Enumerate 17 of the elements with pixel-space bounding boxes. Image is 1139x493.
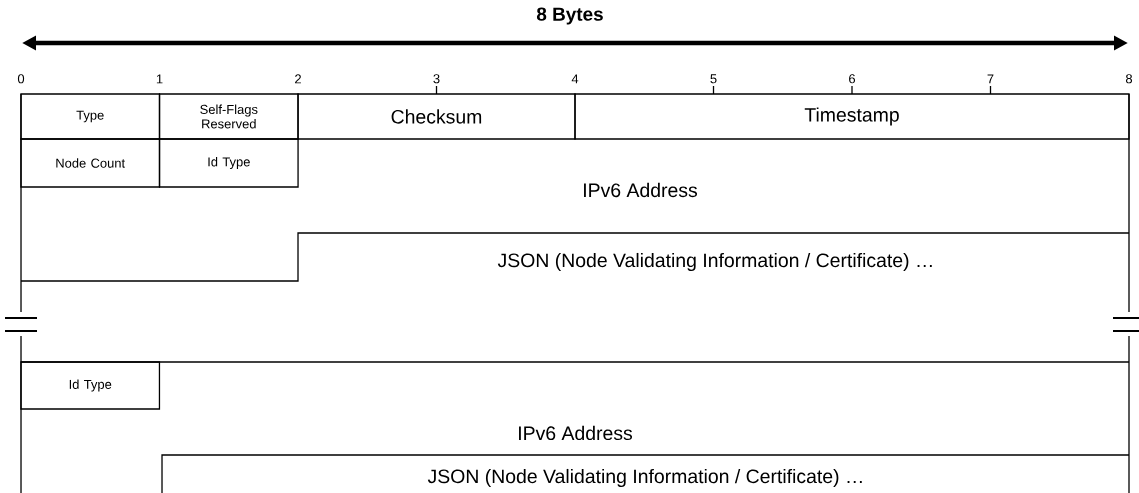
tick-label: 4 xyxy=(571,74,579,84)
field-box: Id Type xyxy=(20,361,161,410)
tick-label: 1 xyxy=(156,74,163,84)
field-box: Node Count xyxy=(20,138,161,188)
title: 8 Bytes xyxy=(536,7,603,25)
tick-label: 2 xyxy=(295,74,301,84)
tick-label: 8 xyxy=(1125,74,1133,84)
field-label: IPv6 Address xyxy=(519,425,633,441)
field-box: Type xyxy=(20,93,161,140)
field-label: JSON (Node Validating Information / Certificate) … xyxy=(497,252,932,272)
field-box: Timestamp xyxy=(574,93,1130,140)
field-label: JSON (Node Validating Information / Certificate) … xyxy=(427,468,862,488)
field-box: Checksum xyxy=(297,93,576,140)
field-box: Self-Flags Reserved xyxy=(158,93,299,140)
field-box: Id Type xyxy=(158,138,299,188)
tick-label: 0 xyxy=(17,74,25,84)
field-label: IPv6 Address xyxy=(584,182,698,198)
